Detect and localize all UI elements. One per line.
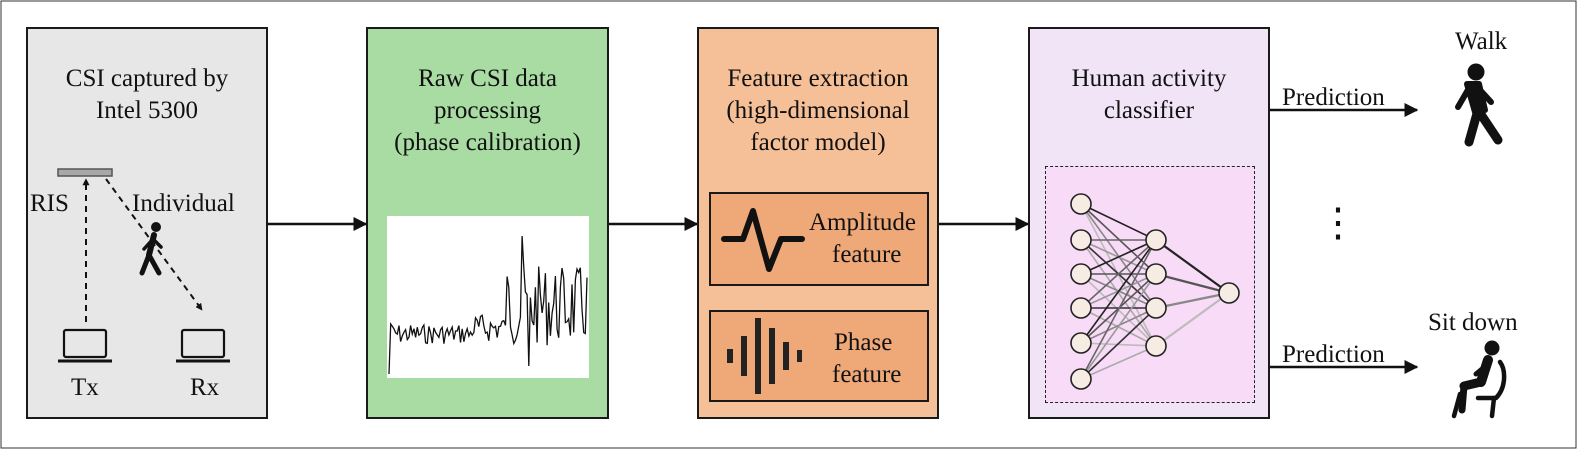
network-edge [1155,292,1230,347]
phase-label-line2: feature [832,361,902,388]
ris-label: RIS [30,190,69,217]
walking-person-icon [139,222,163,276]
network-edge [1155,291,1230,310]
capture-title-line1: CSI captured by [65,65,229,92]
network-edge [1080,239,1157,347]
sound-bars-icon [727,318,802,394]
ris-panel-icon [57,168,113,177]
network-edge [1080,239,1157,344]
activity-sit-label: Sit down [1428,309,1518,336]
network-node [1070,297,1092,319]
network-edge [1155,239,1230,294]
network-node [1145,335,1167,357]
individual-label: Individual [132,190,235,217]
network-node [1218,282,1240,304]
network-node [1145,229,1167,251]
network-edge [1080,239,1157,275]
capture-title-line2: Intel 5300 [95,97,199,124]
rx-label: Rx [190,374,220,401]
classifier-title-line2: classifier [1103,97,1195,124]
network-edge [1080,203,1157,241]
processing-title-line1: Raw CSI data [418,65,557,92]
classifier-title-line1: Human activity [1071,65,1227,92]
network-node [1145,297,1167,319]
sitting-person-icon [1451,340,1507,419]
tx-label: Tx [71,374,99,401]
network-node [1070,368,1092,390]
processing-title-line2: processing [434,97,541,124]
network-edge [1080,239,1157,309]
phase-label-line1: Phase [834,329,893,356]
features-title-line3: factor model) [750,129,886,156]
neural-network-icon [1070,193,1240,390]
capture-scene [57,168,230,363]
prediction-label-bottom: Prediction [1282,341,1385,368]
processing-title-line3: (phase calibration) [394,129,581,156]
amplitude-label-line2: feature [832,241,902,268]
network-edge [1080,239,1157,380]
features-title-line1: Feature extraction [727,65,909,92]
network-edge [1080,345,1157,380]
network-edge [1080,307,1157,380]
network-node [1070,229,1092,251]
network-edge [1080,203,1157,275]
laptop-icon [176,328,230,363]
walking-person-icon [1455,63,1503,147]
amplitude-label-line1: Amplitude [809,209,916,236]
pulse-waveform-icon [721,208,805,272]
network-node [1070,193,1092,215]
network-node [1145,263,1167,285]
csi-signal-plot [387,216,589,378]
network-node [1070,263,1092,285]
ellipsis-more-activities: ⋮ [1318,200,1358,245]
prediction-label-top: Prediction [1282,84,1385,111]
features-title-line2: (high-dimensional [726,97,910,124]
network-node [1070,332,1092,354]
network-edge [1155,272,1230,295]
network-edge [1080,273,1157,380]
laptop-icon [58,328,112,363]
csi-capture-block [26,27,268,419]
activity-walk-label: Walk [1455,28,1508,55]
